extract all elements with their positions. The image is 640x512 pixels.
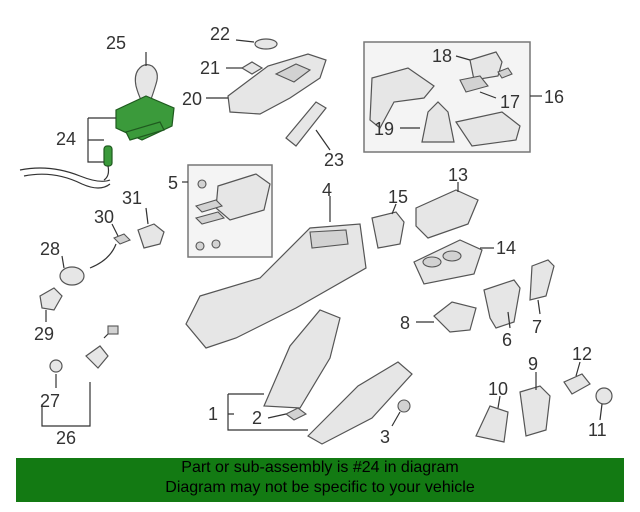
part-9-bracket[interactable] (519, 372, 551, 437)
callout-22: 22 (210, 24, 230, 44)
callout-21: 21 (200, 58, 220, 78)
callout-23: 23 (324, 150, 344, 170)
part-11-cap[interactable] (595, 387, 613, 421)
callout-20: 20 (182, 89, 202, 109)
callout-25: 25 (106, 33, 126, 53)
part-24-assembly[interactable] (19, 95, 175, 189)
part-7-panel[interactable] (529, 259, 555, 315)
callout-15: 15 (388, 187, 408, 207)
part-27-bulb[interactable] (49, 359, 63, 388)
part-16-bezel-right[interactable] (455, 111, 521, 147)
callout-13: 13 (448, 165, 468, 185)
callout-28: 28 (40, 239, 60, 259)
part-8-bracket[interactable] (416, 301, 477, 333)
part-13-armrest[interactable] (415, 182, 479, 239)
callout-30: 30 (94, 207, 114, 227)
part-22-cap[interactable] (235, 38, 278, 50)
footer-line-1: Part or sub-assembly is #24 in diagram (181, 459, 459, 476)
callout-8: 8 (400, 313, 410, 333)
footer-note: Part or sub-assembly is #24 in diagram D… (16, 458, 624, 502)
callout-12: 12 (572, 344, 592, 364)
callout-31: 31 (122, 188, 142, 208)
part-21-clip[interactable] (226, 61, 264, 75)
callout-4: 4 (322, 180, 332, 200)
callout-26: 26 (56, 428, 76, 448)
part-14-tray[interactable] (413, 239, 494, 285)
callout-6: 6 (502, 330, 512, 350)
footer-line-2: Diagram may not be specific to your vehi… (165, 479, 475, 496)
callout-27: 27 (40, 391, 60, 411)
part-1-side-panel[interactable] (227, 309, 413, 445)
part-12-switch[interactable] (563, 361, 591, 395)
part-31-switch[interactable] (137, 207, 165, 249)
part-3-fastener[interactable] (391, 399, 411, 427)
part-5-lid[interactable] (194, 173, 271, 251)
part-23-strip[interactable] (285, 101, 331, 151)
callout-14: 14 (496, 238, 516, 258)
part-30-connector[interactable] (89, 223, 131, 269)
part-2-clip[interactable] (267, 407, 308, 421)
callout-9: 9 (528, 354, 538, 374)
part-10-bracket[interactable] (475, 395, 509, 443)
part-29-bracket[interactable] (39, 287, 63, 322)
part-6-bracket[interactable] (483, 279, 521, 329)
part-18-panel[interactable] (455, 51, 503, 81)
part-17-switch[interactable] (459, 67, 513, 99)
callout-10: 10 (488, 379, 508, 399)
callout-16: 16 (544, 87, 564, 107)
callout-1: 1 (208, 404, 218, 424)
callout-29: 29 (34, 324, 54, 344)
callout-7: 7 (532, 317, 542, 337)
callout-5: 5 (168, 173, 178, 193)
callout-2: 2 (252, 408, 262, 428)
part-15-cup-holder[interactable] (371, 203, 405, 249)
callout-18: 18 (432, 46, 452, 66)
footer-banner (16, 458, 624, 502)
callout-11: 11 (588, 420, 607, 440)
part-26-harness[interactable] (41, 325, 119, 427)
callout-17: 17 (500, 92, 520, 112)
callout-24: 24 (56, 129, 76, 149)
callout-3: 3 (380, 427, 390, 447)
part-16-bezel-left[interactable] (369, 67, 435, 129)
callout-19: 19 (374, 119, 394, 139)
part-4-center-console[interactable] (185, 196, 367, 349)
part-28-socket[interactable] (59, 255, 85, 286)
part-20-upper-trim[interactable] (206, 53, 327, 115)
part-19-boot[interactable] (400, 101, 455, 143)
